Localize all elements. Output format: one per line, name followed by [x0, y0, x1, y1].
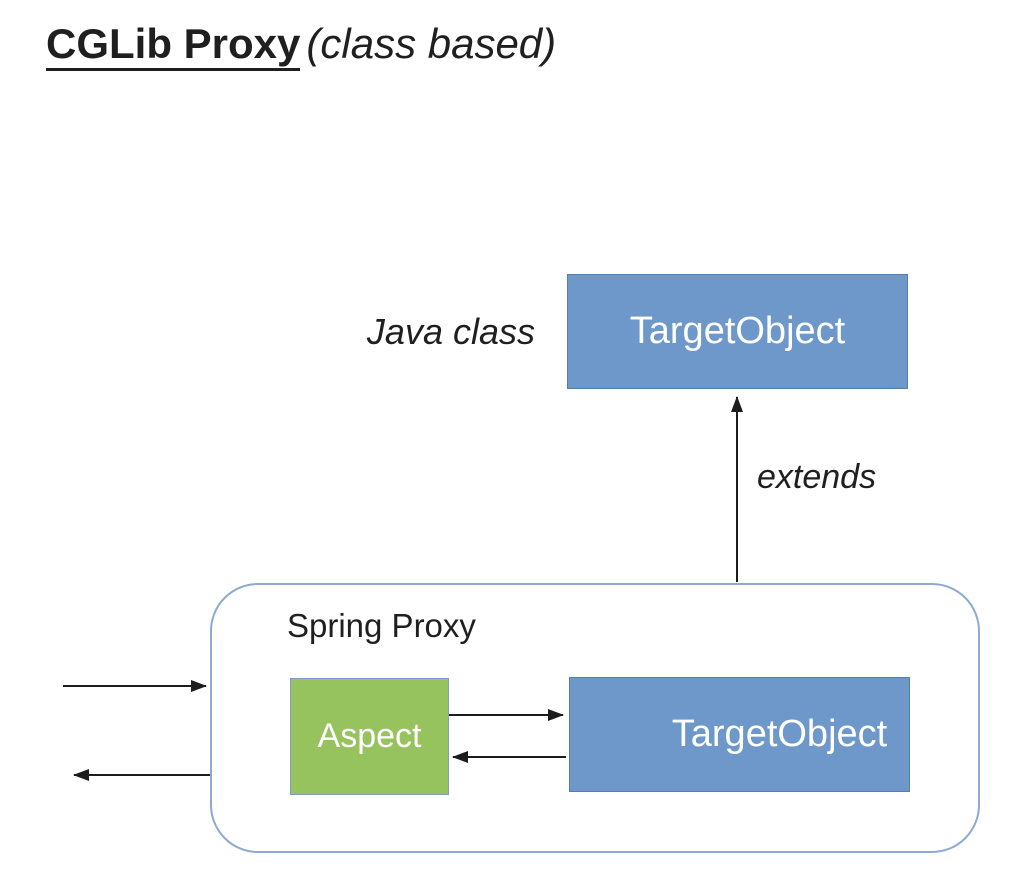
target-object-box-top: TargetObject	[567, 274, 908, 389]
target-object-box-inner: TargetObject	[569, 677, 910, 792]
diagram-title: CGLib Proxy(class based)	[46, 20, 557, 71]
spring-proxy-container: Spring Proxy Aspect TargetObject	[210, 583, 980, 853]
aspect-box: Aspect	[290, 678, 449, 795]
java-class-label: Java class	[366, 311, 535, 352]
title-main: CGLib Proxy	[46, 20, 301, 71]
title-qualifier: (class based)	[306, 20, 557, 67]
spring-proxy-label: Spring Proxy	[287, 607, 476, 644]
extends-label: extends	[757, 458, 877, 496]
